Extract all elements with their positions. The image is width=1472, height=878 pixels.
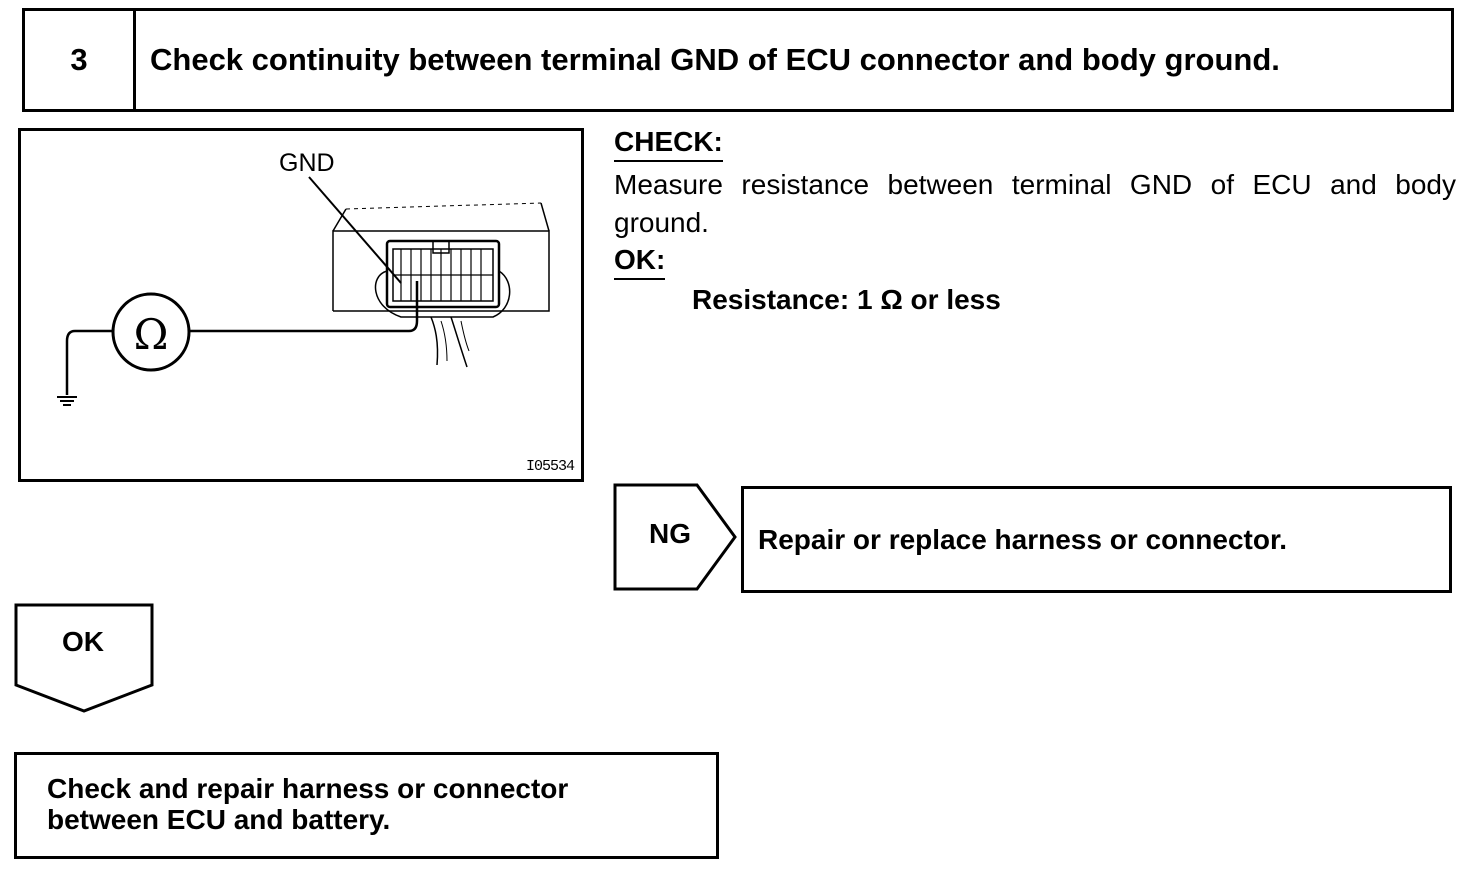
gnd-terminal-label: GND	[279, 149, 335, 177]
ground-lead	[65, 329, 113, 395]
ng-arrow-icon	[613, 483, 737, 591]
ng-action-box: Repair or replace harness or connector.	[741, 486, 1452, 593]
ng-action-text: Repair or replace harness or connector.	[758, 523, 1288, 555]
ok-action-line-2: between ECU and battery.	[47, 804, 391, 835]
ok-action-text: Check and repair harness or connector be…	[47, 773, 568, 835]
ok-action-box: Check and repair harness or connector be…	[14, 752, 719, 859]
gnd-leader-line	[308, 176, 402, 284]
ecu-connector-icon	[332, 202, 550, 368]
step-header: 3 Check continuity between terminal GND …	[22, 8, 1454, 112]
resistance-spec: Resistance: 1 Ω or less	[692, 284, 1001, 315]
svg-text:Ω: Ω	[134, 310, 169, 359]
ok-arrow-icon	[14, 603, 154, 713]
step-title: Check continuity between terminal GND of…	[150, 42, 1280, 77]
probe-wire	[189, 281, 419, 333]
wiring-illustration: Ω GND I05534	[18, 128, 584, 482]
ok-label: OK	[62, 626, 104, 657]
step-number: 3	[25, 11, 136, 109]
ok-criteria-heading: OK:	[614, 244, 666, 280]
check-heading: CHECK:	[614, 126, 723, 162]
ok-action-line-1: Check and repair harness or connector	[47, 773, 569, 804]
figure-id: I05534	[526, 458, 575, 475]
illustration-drawing: Ω	[57, 176, 550, 406]
ng-label: NG	[649, 518, 691, 549]
ohmmeter-icon: Ω	[111, 292, 191, 372]
check-instruction: Measure resistance between terminal GND …	[614, 169, 1456, 238]
ground-symbol-icon	[57, 396, 77, 406]
